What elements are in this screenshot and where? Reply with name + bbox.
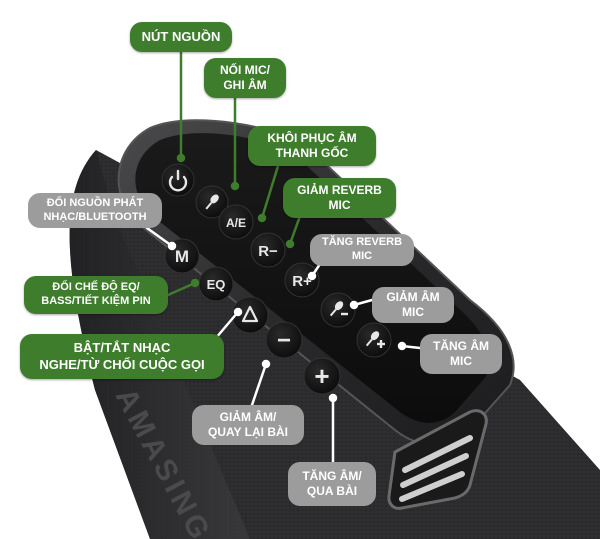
callout-power: NÚT NGUỒN: [130, 22, 232, 52]
ae-button[interactable]: A/E: [218, 204, 254, 240]
callout-source-switch: ĐỔI NGUỒN PHÁT NHẠC/BLUETOOTH: [28, 193, 162, 228]
power-button[interactable]: [161, 163, 195, 197]
callout-reverb-down: GIẢM REVERB MIC: [283, 178, 396, 218]
volume-down-button[interactable]: −: [265, 321, 303, 359]
microphone-icon: [205, 194, 219, 210]
callout-mic-volume-down: GIẢM ÂM MIC: [372, 287, 454, 323]
eq-button[interactable]: EQ: [198, 266, 234, 302]
leader-lines: [145, 50, 422, 464]
eq-button-label: EQ: [207, 277, 226, 292]
side-port: [387, 409, 488, 510]
mode-button-label: M: [175, 247, 189, 266]
callout-restore-sound: KHÔI PHỤC ÂM THANH GỐC: [248, 126, 376, 166]
reverb-down-button[interactable]: R−: [250, 232, 286, 268]
callout-volume-down: GIẢM ÂM/ QUAY LẠI BÀI: [192, 405, 304, 445]
reverb-up-button[interactable]: R+: [284, 262, 320, 298]
volume-down-button-label: −: [277, 327, 291, 354]
ae-button-label: A/E: [226, 216, 246, 230]
mic-volume-up-button[interactable]: [356, 322, 392, 358]
volume-up-button-label: +: [314, 361, 329, 391]
control-panel: A/E R− M EQ R+: [161, 163, 392, 395]
microphone-plus-icon: [365, 331, 385, 348]
microphone-minus-icon: [329, 301, 348, 317]
reverb-up-button-label: R+: [292, 273, 312, 290]
play-pause-button[interactable]: [231, 296, 269, 334]
mic-volume-down-button[interactable]: [320, 292, 356, 328]
volume-up-button[interactable]: +: [303, 357, 341, 395]
callout-eq-mode: ĐỔI CHẾ ĐỘ EQ/ BASS/TIẾT KIỆM PIN: [24, 276, 168, 314]
reverb-down-button-label: R−: [258, 243, 278, 260]
callout-mic-volume-up: TĂNG ÂM MIC: [420, 334, 502, 374]
power-icon: [168, 169, 188, 192]
callout-mic-record: NỐI MIC/ GHI ÂM: [204, 58, 286, 98]
callout-reverb-up: TĂNG REVERB MIC: [310, 234, 414, 266]
mic-record-button[interactable]: [195, 185, 229, 219]
callout-volume-up: TĂNG ÂM/ QUA BÀI: [288, 462, 376, 506]
callout-play-pause: BẬT/TẮT NHẠC NGHE/TỪ CHỐI CUỘC GỌI: [20, 334, 224, 379]
play-icon: [241, 305, 259, 323]
